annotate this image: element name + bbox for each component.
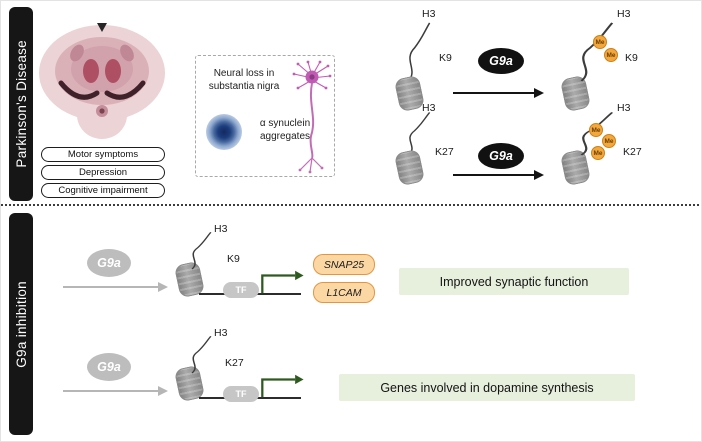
methyl-label: Me xyxy=(606,51,616,59)
tf-label: TF xyxy=(235,389,247,399)
h3-label: H3 xyxy=(214,223,228,235)
g9a-enzyme-inhibited: G9a xyxy=(87,249,131,277)
outcome-synaptic-label: Improved synaptic function xyxy=(439,274,589,289)
k27-label: K27 xyxy=(623,146,642,158)
parkinsons-banner-label: Parkinson's Disease xyxy=(13,40,29,168)
tf-box: TF xyxy=(223,282,259,298)
g9a-label: G9a xyxy=(97,256,121,270)
g9a-enzyme-active: G9a xyxy=(478,143,524,169)
h3-label: H3 xyxy=(214,327,228,339)
g9a-enzyme-inhibited: G9a xyxy=(87,353,131,381)
symptom-depression: Depression xyxy=(41,165,165,180)
symptom-motor-label: Motor symptoms xyxy=(67,149,139,160)
section-divider xyxy=(1,204,701,206)
histone-tail-icon xyxy=(408,22,431,82)
g9a-enzyme-active: G9a xyxy=(478,48,524,74)
h3-label: H3 xyxy=(617,8,631,20)
transcription-arrow-icon xyxy=(261,270,304,294)
k9-label: K9 xyxy=(227,253,240,265)
methyl-badge: Me xyxy=(591,146,605,160)
methyl-badge: Me xyxy=(589,123,603,137)
g9a-inhibition-banner-label: G9a inhibition xyxy=(13,280,29,368)
methyl-badge: Me xyxy=(593,35,607,49)
outcome-dopamine: Genes involved in dopamine synthesis xyxy=(339,374,635,401)
k27-label: K27 xyxy=(435,146,454,158)
methyl-label: Me xyxy=(604,137,614,145)
pathology-box: Neural loss in substantia nigra α synucl… xyxy=(195,55,335,177)
k9-label: K9 xyxy=(625,52,638,64)
symptom-motor: Motor symptoms xyxy=(41,147,165,162)
parkinsons-section-banner: Parkinson's Disease xyxy=(9,7,33,201)
histone-tail-icon xyxy=(191,335,212,374)
inhibited-arrow xyxy=(63,281,168,292)
methyl-label: Me xyxy=(595,38,605,46)
symptom-depression-label: Depression xyxy=(78,167,128,178)
methyl-badge: Me xyxy=(602,134,616,148)
histone-tail-icon xyxy=(408,112,431,156)
tf-label: TF xyxy=(235,285,247,295)
g9a-label: G9a xyxy=(489,149,513,163)
neural-loss-text: Neural loss in substantia nigra xyxy=(208,68,280,92)
synuclein-text: α synuclein aggregates xyxy=(259,118,311,142)
methyl-label: Me xyxy=(593,149,603,157)
h3-label: H3 xyxy=(617,102,631,114)
inhibited-arrow xyxy=(63,385,168,396)
histone-tail-icon xyxy=(580,22,614,82)
neuron-icon xyxy=(292,60,332,174)
transcription-arrow-icon xyxy=(261,374,304,398)
gene-l1cam-label: L1CAM xyxy=(326,286,362,299)
methyl-badge: Me xyxy=(604,48,618,62)
gene-snap25: SNAP25 xyxy=(313,254,375,275)
symptom-cognitive: Cognitive impairment xyxy=(41,183,165,198)
g9a-label: G9a xyxy=(489,54,513,68)
gene-snap25-label: SNAP25 xyxy=(323,258,365,271)
g9a-inhibition-section-banner: G9a inhibition xyxy=(9,213,33,435)
histone-tail-icon xyxy=(191,231,212,270)
outcome-synaptic: Improved synaptic function xyxy=(399,268,629,295)
h3-label: H3 xyxy=(422,8,436,20)
methylation-arrow xyxy=(453,169,544,180)
symptom-cognitive-label: Cognitive impairment xyxy=(58,185,148,196)
g9a-label: G9a xyxy=(97,360,121,374)
outcome-dopamine-label: Genes involved in dopamine synthesis xyxy=(380,380,594,395)
k9-label: K9 xyxy=(439,52,452,64)
brain-illustration xyxy=(39,23,165,139)
methylation-arrow xyxy=(453,87,544,98)
tf-box: TF xyxy=(223,386,259,402)
synuclein-aggregate-icon xyxy=(206,114,242,150)
k27-label: K27 xyxy=(225,357,244,369)
methyl-label: Me xyxy=(591,126,601,134)
h3-label: H3 xyxy=(422,102,436,114)
gene-l1cam: L1CAM xyxy=(313,282,375,303)
brain-marker-icon xyxy=(97,23,107,32)
